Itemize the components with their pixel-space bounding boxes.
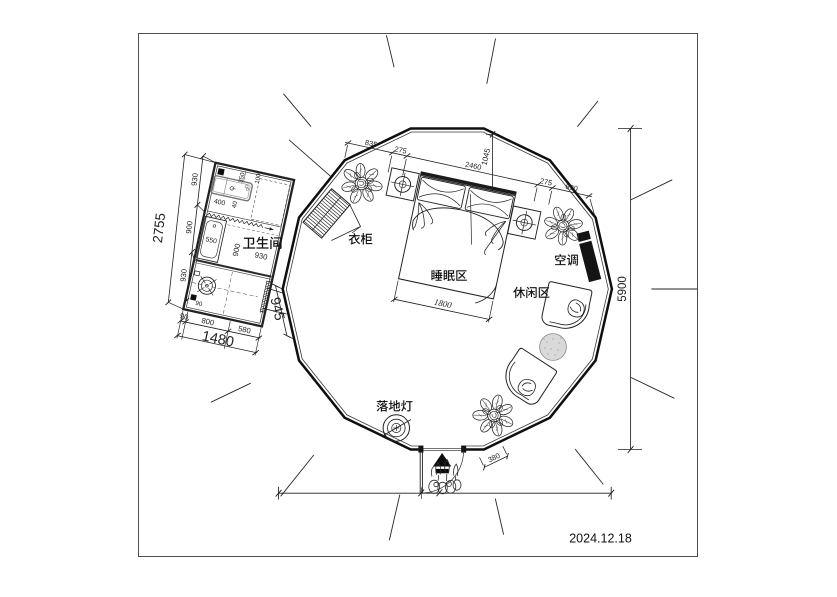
svg-text:5900: 5900	[617, 276, 629, 302]
svg-text:900: 900	[184, 220, 194, 234]
svg-text:2024.12.18: 2024.12.18	[569, 531, 632, 545]
svg-text:930: 930	[190, 173, 200, 187]
svg-text:930: 930	[178, 268, 188, 282]
